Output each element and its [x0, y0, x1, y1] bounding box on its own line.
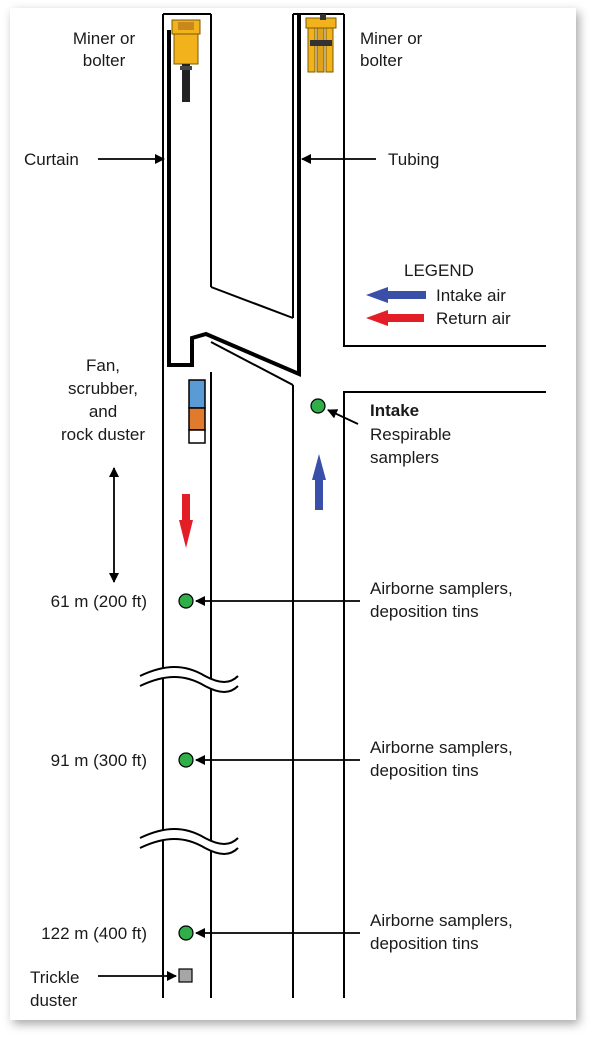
sampler-91m-label: Airborne samplers, — [370, 738, 513, 757]
intake-sampler-icon — [310, 398, 326, 414]
curtain-line — [167, 14, 301, 378]
distance-61m-label: 61 m (200 ft) — [51, 592, 147, 611]
miner-right-icon — [305, 14, 337, 73]
intake-desc: Respirable — [370, 425, 451, 444]
intake-air-arrow-icon — [312, 454, 326, 510]
sampler-122m-label: Airborne samplers, — [370, 911, 513, 930]
trickle-duster-label: duster — [30, 991, 78, 1010]
intake-title: Intake — [370, 401, 419, 420]
fan-label: rock duster — [61, 425, 145, 444]
distance-91m-label: 91 m (300 ft) — [51, 751, 147, 770]
sampler-dots — [178, 398, 326, 941]
distance-122m-label: 122 m (400 ft) — [41, 924, 147, 943]
miner-right-label: bolter — [360, 51, 403, 70]
miner-right-label: Miner or — [360, 29, 423, 48]
return-air-arrow-icon — [179, 494, 193, 548]
break-marks — [139, 666, 239, 855]
intake-desc: samplers — [370, 448, 439, 467]
tubing-label: Tubing — [388, 150, 439, 169]
entry-walls — [162, 13, 546, 998]
sampler-61m-label: deposition tins — [370, 602, 479, 621]
legend-intake-label: Intake air — [436, 286, 506, 305]
legend-intake-arrow-icon — [366, 287, 426, 303]
curtain-label: Curtain — [24, 150, 79, 169]
sampler-61m-icon — [178, 593, 194, 609]
legend-title: LEGEND — [404, 261, 474, 280]
sampler-122m-label: deposition tins — [370, 934, 479, 953]
legend-return-label: Return air — [436, 309, 511, 328]
fan-label: and — [89, 402, 117, 421]
sampler-61m-label: Airborne samplers, — [370, 579, 513, 598]
trickle-duster-icon — [178, 968, 193, 983]
miner-left-icon — [171, 19, 201, 102]
sampler-91m-label: deposition tins — [370, 761, 479, 780]
fan-scrubber-icon — [188, 379, 206, 444]
miner-left-label: bolter — [83, 51, 126, 70]
fan-label: Fan, — [86, 356, 120, 375]
trickle-duster-label: Trickle — [30, 968, 79, 987]
sampler-122m-icon — [178, 925, 194, 941]
miner-left-label: Miner or — [73, 29, 136, 48]
fan-label: scrubber, — [68, 379, 138, 398]
legend-return-arrow-icon — [366, 310, 424, 326]
sampler-91m-icon — [178, 752, 194, 768]
pointer-arrows — [98, 154, 376, 981]
labels: Miner or bolter Miner or bolter Curtain … — [24, 29, 513, 1010]
